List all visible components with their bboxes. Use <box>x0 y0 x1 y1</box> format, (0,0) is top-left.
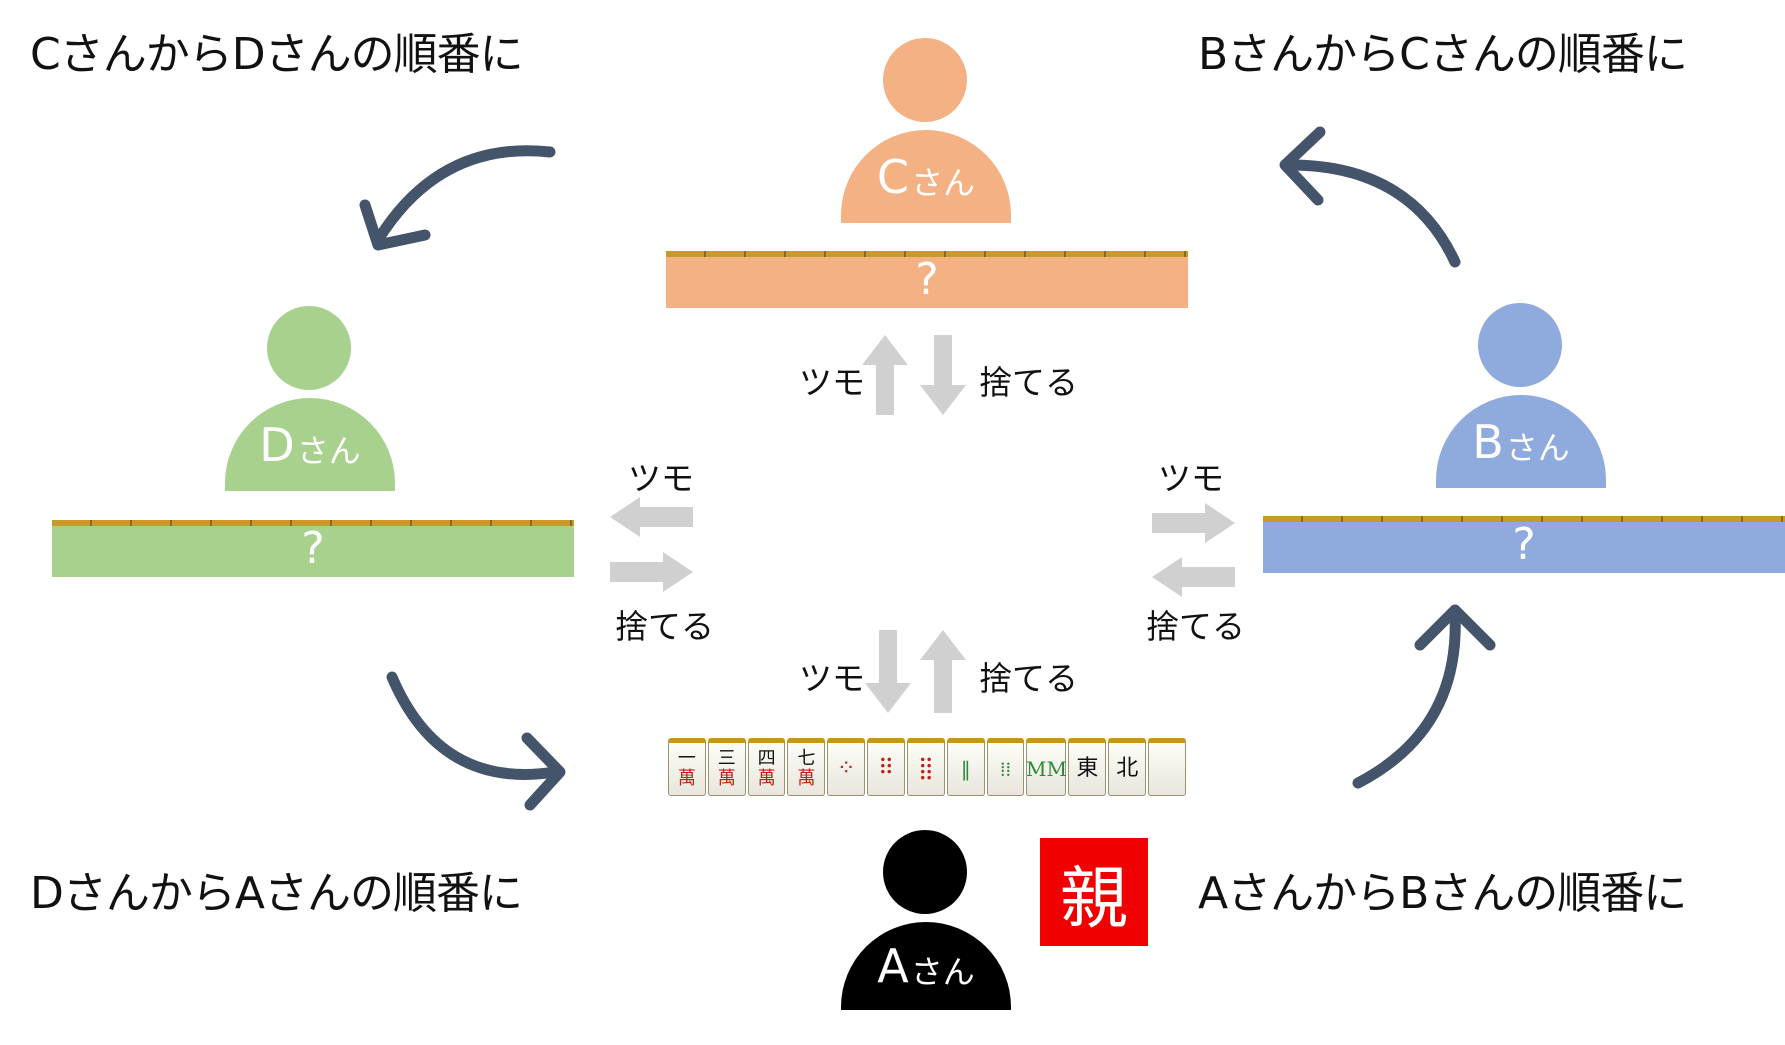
caption-a-to-b: AさんからBさんの順番に <box>1198 868 1687 919</box>
arrow-b-suteru-left <box>1152 557 1235 597</box>
player-d-suffix: さん <box>296 431 361 470</box>
label-c-tsumo: ツモ <box>799 363 865 402</box>
player-a-letter: A <box>877 939 909 993</box>
arrow-a-suteru-up <box>920 630 966 713</box>
manzu-4-tile: 四萬 <box>747 738 786 796</box>
arrow-a-to-b <box>1352 604 1496 789</box>
player-d-letter: D <box>259 417 295 472</box>
label-a-suteru: 捨てる <box>979 659 1078 698</box>
player-a-hand: 一萬 三萬 四萬 七萬 ⁘ ⠿ ⣿ ‖ ⁞⁞ ⅯⅯ 東 北 <box>668 738 1188 796</box>
arrow-b-tsumo-right <box>1152 503 1235 543</box>
caption-d-to-a: DさんからAさんの順番に <box>30 868 523 919</box>
label-a-tsumo: ツモ <box>799 659 865 698</box>
label-d-suteru: 捨てる <box>615 607 714 646</box>
north-wind-tile: 北 <box>1108 738 1147 796</box>
arrow-b-to-c <box>1279 126 1461 268</box>
arrow-d-tsumo-left <box>610 497 693 537</box>
player-a-head <box>883 830 967 914</box>
arrow-a-tsumo-down <box>865 630 911 713</box>
player-b-hidden-hand: ? <box>1263 516 1785 573</box>
player-b-suffix: さん <box>1505 428 1570 467</box>
player-c-letter: C <box>876 149 910 204</box>
label-d-tsumo: ツモ <box>628 459 694 498</box>
arrow-d-to-a <box>386 671 566 811</box>
manzu-1-tile: 一萬 <box>668 738 706 796</box>
pinzu-7-tile: ⣿ <box>906 738 945 796</box>
label-b-tsumo: ツモ <box>1158 459 1224 498</box>
white-dragon-tile <box>1148 738 1186 796</box>
souzu-6-tile: ⁞⁞ <box>986 738 1025 796</box>
player-d-hidden-mark: ? <box>301 523 325 574</box>
player-b-letter: B <box>1472 414 1504 469</box>
arrow-d-suteru-right <box>610 552 693 592</box>
arrow-c-suteru-down <box>920 335 966 415</box>
player-c-suffix: さん <box>911 163 976 202</box>
manzu-7-tile: 七萬 <box>787 738 826 796</box>
player-c-hidden-mark: ? <box>915 254 939 305</box>
arrow-c-to-d <box>359 145 556 251</box>
souzu-2-tile: ‖ <box>946 738 985 796</box>
pinzu-5-tile: ⁘ <box>827 738 866 796</box>
player-b-head <box>1478 303 1562 387</box>
player-b-hidden-mark: ? <box>1512 519 1536 570</box>
oya-badge: 親 <box>1040 838 1148 946</box>
east-wind-tile: 東 <box>1068 738 1107 796</box>
souzu-8-tile: ⅯⅯ <box>1026 738 1067 796</box>
label-b-suteru: 捨てる <box>1146 607 1245 646</box>
player-a-suffix: さん <box>910 953 975 991</box>
caption-c-to-d: CさんからDさんの順番に <box>30 29 524 80</box>
label-c-suteru: 捨てる <box>979 363 1078 402</box>
player-c-hidden-hand: ? <box>666 251 1188 308</box>
player-c-head <box>883 38 967 122</box>
caption-b-to-c: BさんからCさんの順番に <box>1198 29 1688 80</box>
arrow-c-tsumo-up <box>862 335 908 415</box>
player-d-hidden-hand: ? <box>52 520 574 577</box>
manzu-3-tile: 三萬 <box>707 738 746 796</box>
player-d-head <box>267 306 351 390</box>
pinzu-6-tile: ⠿ <box>867 738 905 796</box>
